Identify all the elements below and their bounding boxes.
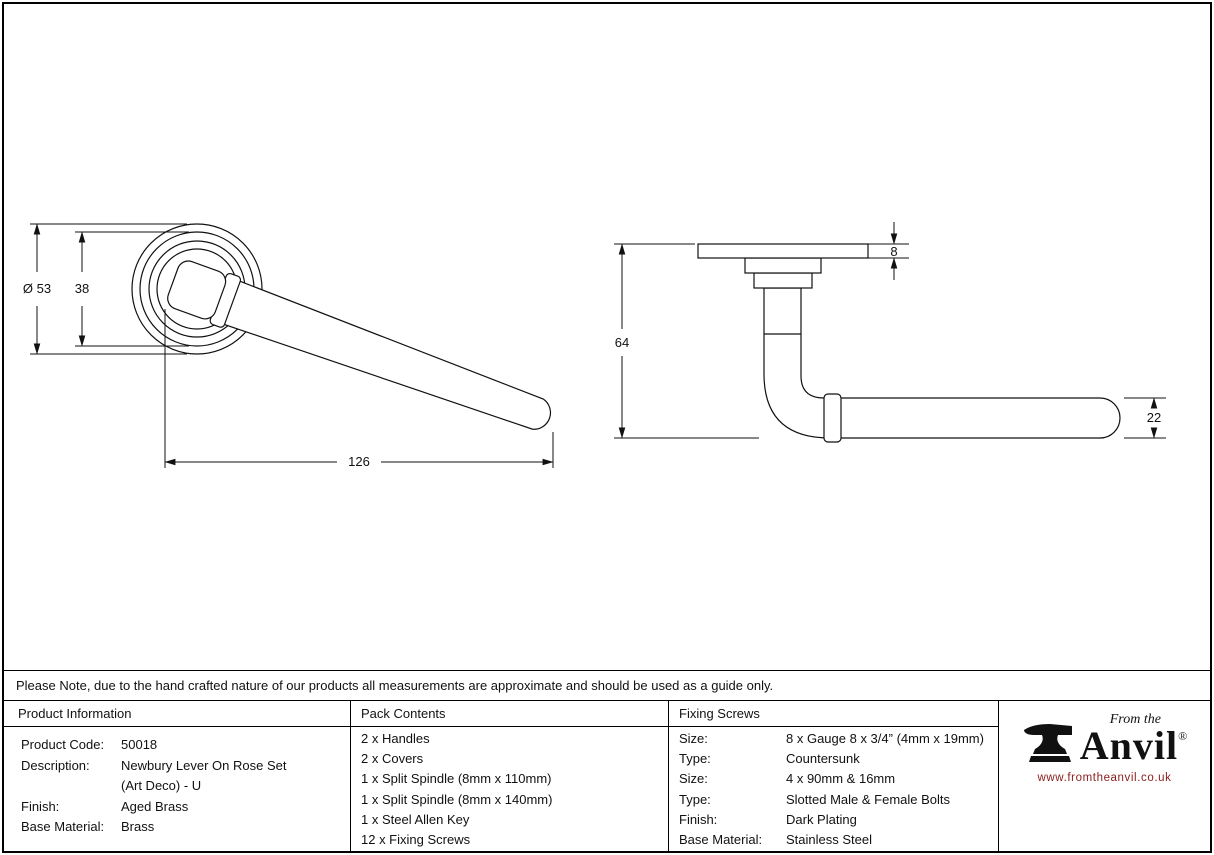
- dim-side-plate-thickness: 8: [890, 244, 897, 259]
- description-row-line2: (Art Deco) - U: [4, 776, 350, 797]
- product-code-label: Product Code:: [21, 737, 105, 752]
- brand-logo: From the Anvil®: [1022, 712, 1188, 766]
- bolt-size-row: Size: 4 x 90mm & 16mm: [669, 769, 998, 789]
- bolt-type-row: Type: Slotted Male & Female Bolts: [669, 790, 998, 810]
- description-row: Description: Newbury Lever On Rose Set: [4, 756, 350, 777]
- pack-item-spindle-110: 1 x Split Spindle (8mm x 110mm): [361, 771, 552, 787]
- pack-item-handles: 2 x Handles: [361, 731, 430, 746]
- dim-front-diameter: Ø 53: [23, 281, 51, 296]
- product-information-header: Product Information: [4, 701, 350, 727]
- screw-finish-row: Finish: Dark Plating: [669, 810, 998, 830]
- fixing-screws-header: Fixing Screws: [669, 701, 998, 727]
- product-information-column: Product Information Product Code: 50018 …: [4, 701, 350, 851]
- screw-size-row: Size: 8 x Gauge 8 x 3/4” (4mm x 19mm): [669, 729, 998, 749]
- brand-tagline: From the: [1109, 712, 1161, 727]
- screw-base-material-value: Stainless Steel: [786, 832, 872, 848]
- base-material-label: Base Material:: [21, 819, 105, 834]
- product-information-body: Product Code: 50018 Description: Newbury…: [4, 727, 350, 838]
- note-text: Please Note, due to the hand crafted nat…: [16, 678, 774, 693]
- side-view-dimensions: [614, 222, 1166, 439]
- product-code-value: 50018: [121, 737, 158, 752]
- pack-item-covers: 2 x Covers: [361, 751, 424, 767]
- fixing-screws-body: Size: 8 x Gauge 8 x 3/4” (4mm x 19mm) Ty…: [669, 727, 998, 850]
- brand-name: Anvil: [1079, 723, 1179, 768]
- finish-row: Finish: Aged Brass: [4, 797, 350, 818]
- front-view-dimensions: [30, 223, 554, 468]
- screw-base-material-row: Base Material: Stainless Steel: [669, 830, 998, 850]
- anvil-icon: [1023, 724, 1072, 762]
- registered-mark: ®: [1178, 729, 1188, 743]
- description-label: Description:: [21, 757, 90, 773]
- dim-front-rose-inner: 38: [75, 281, 89, 296]
- pack-contents-header: Pack Contents: [351, 701, 668, 727]
- screw-type-value: Countersunk: [786, 751, 860, 767]
- brand-area: From the Anvil® www.fromtheanvil.co.uk: [998, 701, 1210, 851]
- screw-base-material-label: Base Material:: [679, 832, 763, 848]
- bolt-size-label: Size:: [679, 771, 708, 787]
- dim-side-height: 64: [615, 335, 629, 350]
- screw-type-label: Type:: [679, 751, 711, 767]
- screw-finish-value: Dark Plating: [786, 811, 857, 827]
- brand-text: From the Anvil®: [1080, 712, 1188, 766]
- finish-value: Aged Brass: [121, 798, 189, 814]
- technical-drawing-svg: Ø 53 38 126: [23, 222, 1166, 469]
- info-table: Product Information Product Code: 50018 …: [4, 701, 1210, 851]
- description-value-line2: (Art Deco) - U: [121, 778, 202, 793]
- screw-finish-label: Finish:: [679, 811, 718, 827]
- brand-name-row: Anvil®: [1080, 726, 1188, 766]
- side-view-lever: [697, 243, 1121, 443]
- dim-front-length: 126: [348, 454, 370, 469]
- pack-contents-body: 2 x Handles 2 x Covers 1 x Split Spindle…: [351, 727, 668, 850]
- pack-contents-column: Pack Contents 2 x Handles 2 x Covers 1 x…: [350, 701, 668, 851]
- finish-label: Finish:: [21, 798, 60, 814]
- bolt-type-label: Type:: [679, 791, 711, 807]
- screw-size-value: 8 x Gauge 8 x 3/4” (4mm x 19mm): [786, 731, 984, 746]
- brand-url: www.fromtheanvil.co.uk: [1037, 772, 1172, 784]
- fixing-screws-column: Fixing Screws Size: 8 x Gauge 8 x 3/4” (…: [668, 701, 998, 851]
- pack-item-allen-key: 1 x Steel Allen Key: [361, 811, 470, 827]
- description-value: Newbury Lever On Rose Set: [121, 757, 287, 773]
- pack-item-spindle-140: 1 x Split Spindle (8mm x 140mm): [361, 791, 553, 807]
- screw-type-row: Type: Countersunk: [669, 749, 998, 769]
- note-bar: Please Note, due to the hand crafted nat…: [4, 670, 1210, 701]
- product-code-row: Product Code: 50018: [4, 735, 350, 756]
- front-view-lever: [167, 260, 552, 430]
- base-material-row: Base Material: Brass: [4, 817, 350, 838]
- bolt-type-value: Slotted Male & Female Bolts: [786, 791, 951, 807]
- pack-item-fixing-screws: 12 x Fixing Screws: [361, 832, 471, 848]
- base-material-value: Brass: [121, 819, 155, 834]
- description-label-spacer: [21, 776, 121, 797]
- technical-drawing-area: Ø 53 38 126: [4, 4, 1210, 670]
- bolt-size-value: 4 x 90mm & 16mm: [786, 771, 896, 787]
- screw-size-label: Size:: [679, 731, 708, 746]
- dim-side-lever-diameter: 22: [1147, 410, 1161, 425]
